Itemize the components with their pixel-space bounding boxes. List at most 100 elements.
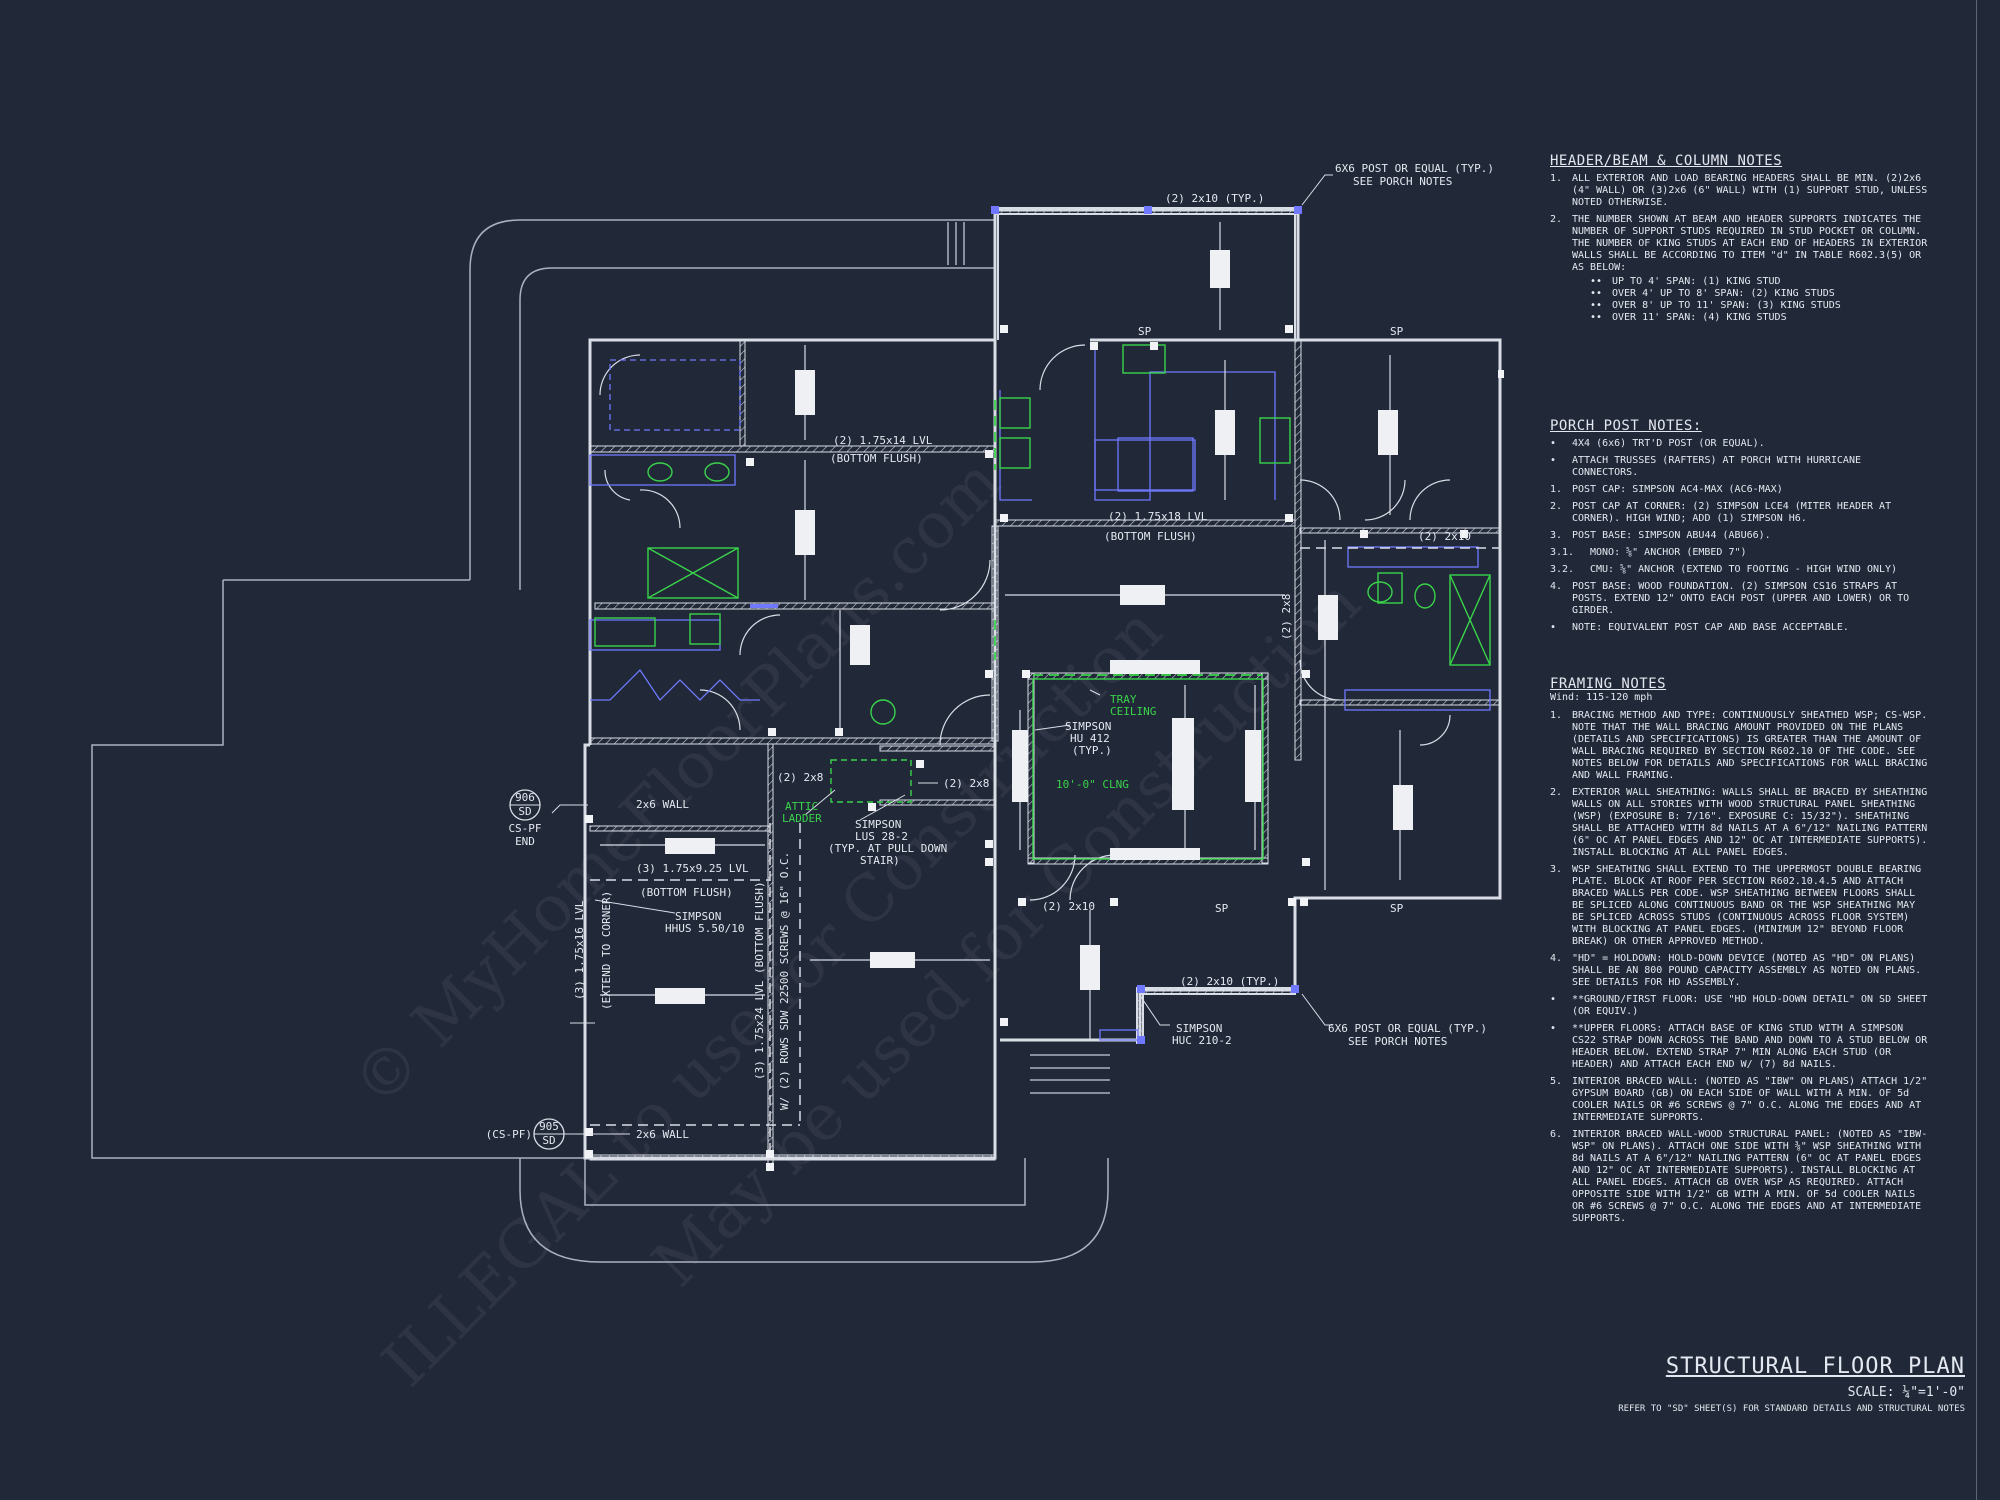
sp-label: SP — [1390, 325, 1404, 338]
note-number: 3. — [1550, 530, 1563, 541]
note-bullet: •• — [1590, 300, 1603, 311]
note-number: 5. — [1550, 1076, 1563, 1087]
note-text: THE NUMBER SHOWN AT BEAM AND HEADER SUPP… — [1572, 214, 1928, 273]
porch-post-label: SEE PORCH NOTES — [1348, 1035, 1447, 1048]
note-subitem: •• UP TO 4' SPAN: (1) KING STUD — [1590, 276, 1930, 288]
attic-label: ATTIC — [785, 800, 818, 813]
notes-title: HEADER/BEAM & COLUMN NOTES — [1550, 153, 1783, 169]
header-label: (2) 2x8 — [777, 771, 823, 784]
connector-label: STAIR) — [860, 854, 900, 867]
connector-label: HUC 210-2 — [1172, 1034, 1232, 1047]
watermark-group: © MyHomeFloorPlans.com ILLEGAL to use fo… — [339, 445, 1375, 1401]
note-number: 3. — [1550, 864, 1563, 875]
note-item: 2.POST CAP AT CORNER: (2) SIMPSON LCE4 (… — [1550, 501, 1930, 525]
note-item: 1. BRACING METHOD AND TYPE: CONTINUOUSLY … — [1550, 710, 1930, 782]
sheet-scale: SCALE: ¼"=1'-0" — [1847, 1385, 1965, 1400]
note-text: BRACING METHOD AND TYPE: CONTINUOUSLY SH… — [1572, 710, 1928, 781]
note-bullet: •• — [1590, 276, 1603, 287]
connector-label: HU 412 — [1070, 732, 1110, 745]
connector-label: HHUS 5.50/10 — [665, 922, 744, 935]
connector-label: SIMPSON — [1176, 1022, 1222, 1035]
section-bubble-top: 906 SD CS-PF END — [508, 789, 542, 848]
connector-label: SIMPSON — [1065, 720, 1111, 733]
bubble-number: 906 — [515, 791, 535, 804]
beam-label: (EXTEND TO CORNER) — [600, 891, 613, 1010]
note-text: MONO: ⅝" ANCHOR (EMBED 7") — [1590, 547, 1747, 558]
note-text: POST CAP AT CORNER: (2) SIMPSON LCE4 (MI… — [1572, 501, 1892, 524]
header-beam-notes: HEADER/BEAM & COLUMN NOTES 1. ALL EXTERIO… — [1550, 153, 1930, 329]
note-item: 3.2.CMU: ⅝" ANCHOR (EXTEND TO FOOTING - … — [1550, 564, 1930, 576]
door-swings — [599, 344, 1451, 901]
beam-label: W/ (2) ROWS SDW 22500 SCREWS @ 16" O.C. — [778, 852, 791, 1110]
note-number: 1. — [1550, 484, 1563, 495]
note-item: 2.THE NUMBER SHOWN AT BEAM AND HEADER SU… — [1550, 214, 1930, 324]
note-number: 1. — [1550, 710, 1563, 721]
beam-label: (3) 1.75x24 LVL (BOTTOM FLUSH) — [753, 881, 766, 1080]
beam-label: (2) 1.75x14 LVL — [833, 434, 933, 447]
note-number: • — [1550, 438, 1557, 449]
notes-title: FRAMING NOTES — [1550, 676, 1667, 692]
porch-post-notes: PORCH POST NOTES: •4X4 (6x6) TRT'D POST … — [1550, 419, 1930, 639]
beam-label: (3) 1.75x9.25 LVL — [636, 862, 749, 875]
note-item: 3. POST BASE: SIMPSON ABU44 (ABU66). — [1550, 530, 1930, 542]
ceiling-height-label: 10'-0" CLNG — [1056, 778, 1129, 791]
connector-label: SIMPSON — [675, 910, 721, 923]
note-item: •4X4 (6x6) TRT'D POST (OR EQUAL). — [1550, 438, 1930, 450]
notes-list: 1. ALL EXTERIOR AND LOAD BEARING HEADERS … — [1550, 173, 1930, 324]
connector-label: (TYP.) — [1072, 744, 1112, 757]
note-item: 1. ALL EXTERIOR AND LOAD BEARING HEADERS … — [1550, 173, 1930, 209]
header-label: (2) 2x10 — [1042, 900, 1095, 913]
note-text: CMU: ⅝" ANCHOR (EXTEND TO FOOTING - HIGH… — [1590, 564, 1898, 575]
note-bullet: •• — [1590, 312, 1603, 323]
note-text: UP TO 4' SPAN: (1) KING STUD — [1612, 276, 1781, 287]
king-stud-list: •• UP TO 4' SPAN: (1) KING STUD •• OVER 4'… — [1590, 276, 1930, 324]
note-text: POST CAP: SIMPSON AC4-MAX (AC6-MAX) — [1572, 484, 1783, 495]
note-text: INTERIOR BRACED WALL-WOOD STRUCTURAL PAN… — [1572, 1129, 1928, 1224]
porch-post-label: 6X6 POST OR EQUAL (TYP.) — [1335, 162, 1494, 175]
note-item: 5.INTERIOR BRACED WALL: (NOTED AS "IBW" … — [1550, 1076, 1930, 1124]
note-text: ALL EXTERIOR AND LOAD BEARING HEADERS SH… — [1572, 173, 1928, 208]
note-item: 3. WSP SHEATHING SHALL EXTEND TO THE UPPE… — [1550, 864, 1930, 948]
note-item: 4.POST BASE: WOOD FOUNDATION. (2) SIMPSO… — [1550, 581, 1930, 617]
note-item: 3.1.MONO: ⅝" ANCHOR (EMBED 7") — [1550, 547, 1930, 559]
note-text: ATTACH TRUSSES (RAFTERS) AT PORCH WITH H… — [1572, 455, 1861, 478]
framing-notes: FRAMING NOTES Wind: 115-120 mph 1. BRACIN… — [1550, 676, 1930, 1230]
note-text: EXTERIOR WALL SHEATHING: WALLS SHALL BE … — [1572, 787, 1928, 858]
connector-label: SIMPSON — [855, 818, 901, 831]
porch-post-label: 6X6 POST OR EQUAL (TYP.) — [1328, 1022, 1487, 1035]
note-text: **GROUND/FIRST FLOOR: USE "HD HOLD-DOWN … — [1572, 994, 1928, 1017]
tray-label: TRAY — [1110, 693, 1137, 706]
bubble-sheet: SD — [542, 1134, 555, 1147]
note-text: **UPPER FLOORS: ATTACH BASE OF KING STUD… — [1572, 1023, 1928, 1070]
note-text: WSP SHEATHING SHALL EXTEND TO THE UPPERM… — [1572, 864, 1922, 947]
header-label: (2) 2x10 (TYP.) — [1165, 192, 1264, 205]
note-item: 4."HD" = HOLDOWN: HOLD-DOWN DEVICE (NOTE… — [1550, 953, 1930, 989]
note-item: 2.EXTERIOR WALL SHEATHING: WALLS SHALL B… — [1550, 787, 1930, 859]
beam-label: (3) 1.75x16 LVL — [573, 900, 586, 1000]
bubble-ref-end: END — [515, 835, 535, 848]
leader-lines — [551, 174, 1333, 1135]
porch-post-label: SEE PORCH NOTES — [1353, 175, 1452, 188]
beam-label: (2) 1.75x18 LVL — [1108, 510, 1208, 523]
wind-speed: Wind: 115-120 mph — [1550, 692, 1653, 703]
porch-post-markers — [750, 206, 1302, 1044]
sp-label: SP — [1215, 902, 1229, 915]
note-subitem: •• OVER 4' UP TO 8' SPAN: (2) KING STUDS — [1590, 288, 1930, 300]
note-subitem: ••OVER 11' SPAN: (4) KING STUDS — [1590, 312, 1930, 324]
note-number: 6. — [1550, 1129, 1563, 1140]
note-text: POST BASE: SIMPSON ABU44 (ABU66). — [1572, 530, 1771, 541]
header-label: (2) 2x10 (TYP.) — [1180, 975, 1279, 988]
sheet-border — [1976, 0, 1977, 1500]
note-number: 1. — [1550, 173, 1563, 184]
site-outline — [91, 219, 1110, 1263]
note-bullet: •• — [1590, 288, 1603, 299]
note-number: • — [1550, 994, 1557, 1005]
bubble-ref: (CS-PF) — [486, 1128, 532, 1141]
note-subitem: ••OVER 8' UP TO 11' SPAN: (3) KING STUDS — [1590, 300, 1930, 312]
note-number: • — [1550, 622, 1557, 633]
sp-label: SP — [1138, 325, 1152, 338]
bubble-ref: CS-PF — [508, 822, 541, 835]
note-text: OVER 4' UP TO 8' SPAN: (2) KING STUDS — [1612, 288, 1835, 299]
sheet-title: STRUCTURAL FLOOR PLAN — [1665, 1354, 1965, 1379]
